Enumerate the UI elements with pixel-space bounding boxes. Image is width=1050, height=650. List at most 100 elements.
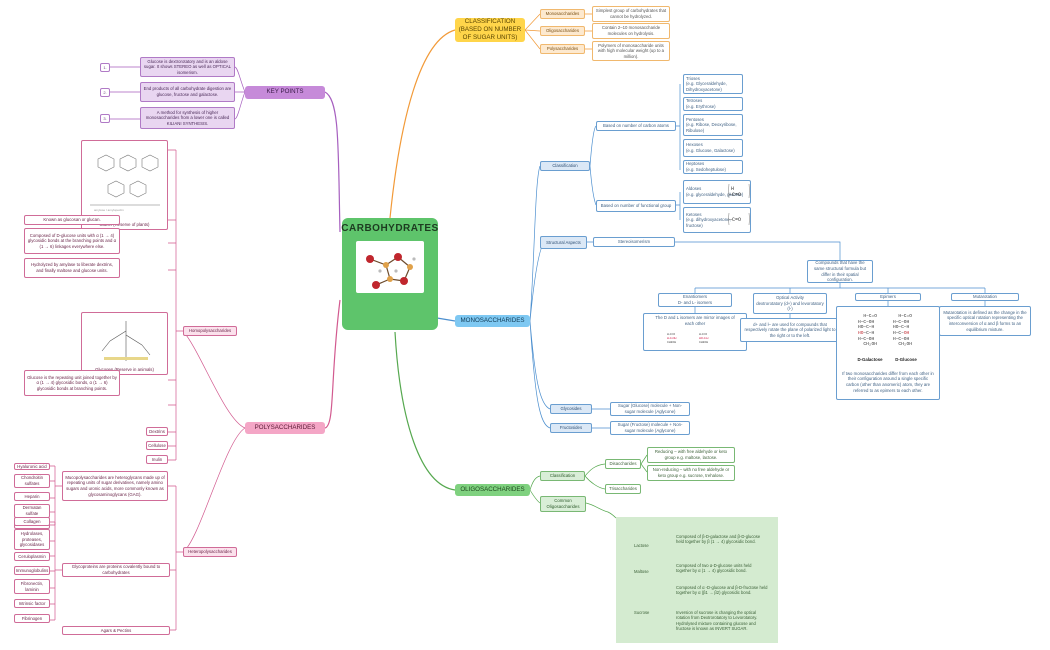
class-polysaccharides[interactable]: Polysaccharides (540, 44, 585, 54)
sucrose-label: Sucrose (634, 610, 650, 615)
mutarotation-text: Mutarotation is defined as the change in… (939, 306, 1031, 336)
carbon-pentoses[interactable]: Pentoses (e.g. Ribose, Deoxyribose, Ribu… (683, 114, 743, 136)
enantiomers-text: The D and L isomers are mirror images of… (655, 315, 735, 326)
poly-agars-pectins[interactable]: Agars & Pectins (62, 626, 170, 635)
starch-structure-icon: amylose / amylopectin (90, 154, 160, 212)
svg-text:H-C-OH: H-C-OH (667, 336, 676, 340)
oligo-non-reducing: Non-reducing – with no free aldehyde or … (647, 465, 735, 481)
optical-activity-node[interactable]: Optical Activity dextrorotatory (d+) and… (753, 293, 827, 314)
enantiomers-panel: The D and L isomers are mirror images of… (643, 313, 747, 351)
svg-text:HO-C-H: HO-C-H (699, 336, 708, 340)
oligo-trisaccharides[interactable]: Trisaccharides (605, 484, 641, 494)
mono-fructosides[interactable]: Fructosides (550, 423, 592, 433)
key-point-number: 3. (100, 114, 110, 123)
glucose-label: D-Glucose (895, 357, 917, 363)
carbon-heptoses[interactable]: Heptoses (e.g. Sedoheptulose) (683, 160, 743, 174)
oligo-reducing: Reducing – with free aldehyde or keto gr… (647, 447, 735, 463)
glyco-ceruloplasmin[interactable]: Ceruloplasmin (14, 552, 50, 561)
sucrose-composition-text: Composed of α -D-glucose and β-D-fructos… (676, 585, 768, 596)
muco-dermatan[interactable]: Dermatan sulfate (14, 504, 50, 518)
muco-hyaluronic[interactable]: Hyaluronic acid (14, 463, 50, 470)
epimers-text: If two monosaccharides differ from each … (842, 370, 934, 393)
glycogen-structure-icon (101, 321, 151, 361)
branch-polysaccharides[interactable]: POLYSACCHARIDES (245, 422, 325, 434)
poly-inulin[interactable]: Inulin (146, 455, 168, 464)
class-polysaccharides-text: Polymers of monosaccharide units with hi… (592, 41, 670, 61)
oligo-common[interactable]: Common Oligosaccharides (540, 496, 586, 512)
mono-structural[interactable]: Structural Aspects (540, 236, 587, 249)
carbon-trioses[interactable]: Trioses (e.g. Glyceraldehyde, Dihydroxya… (683, 74, 743, 94)
enantiomers-node[interactable]: Enantiomers D- and L- isomers (658, 293, 732, 307)
poly-dextrins[interactable]: Dextrins (146, 427, 168, 436)
key-point-3[interactable]: A method for synthesis of higher monosac… (140, 107, 235, 129)
glyco-immunoglobulins[interactable]: Immunoglobulins (14, 566, 50, 575)
poly-homopolysaccharides[interactable]: Homopolysaccharides (183, 326, 237, 336)
mono-by-group[interactable]: Based on number of functional group (596, 200, 676, 212)
galactose-structure: H−C=O H−C−OH HO−C−H HO−C−H H−C−OH CH₂OH (858, 314, 877, 348)
ketoses-node[interactable]: Ketoses (e.g. dihydroxyacetone, fructose… (683, 207, 751, 233)
starch-caption: Starch (Reserve of plants) (99, 222, 150, 227)
key-point-number: 1. (100, 63, 110, 72)
svg-text:CH2OH: CH2OH (667, 340, 676, 344)
svg-text:amylose / amylopectin: amylose / amylopectin (94, 208, 124, 212)
glyco-fibrinogen[interactable]: Fibrinogen (14, 614, 50, 623)
key-point-2[interactable]: End products of all carbohydrate digesti… (140, 82, 235, 102)
oligo-disaccharides[interactable]: Disaccharides (605, 459, 641, 469)
glycogen-caption: Glycogen (Reserve in animals) (95, 367, 154, 372)
lactose-label: Lactose (634, 543, 649, 548)
fructosides-text: Sugar (Fructose) molecule + Non-sugar mo… (610, 421, 690, 435)
central-topic[interactable]: CARBOHYDRATES (341, 218, 439, 330)
key-point-number: 2. (100, 88, 110, 97)
glyco-intrinsic-factor[interactable]: Intrinsic factor (14, 599, 50, 608)
muco-chondroitin[interactable]: Chondroitin sulfates (14, 474, 50, 488)
central-title: CARBOHYDRATES (341, 223, 439, 234)
class-monosaccharides[interactable]: Monosaccharides (540, 9, 585, 19)
carbon-tetroses[interactable]: Tetroses (e.g. Erythrose) (683, 97, 743, 111)
poly-cellulose[interactable]: Cellulose (146, 441, 168, 450)
mono-stereoisomerism[interactable]: Stereoisomerism (593, 237, 675, 247)
keto-group-icon: —C=O (728, 212, 750, 226)
glucose-structure: H−C=O H−C−OH HO−C−H H−C−OH H−C−OH CH₂OH (893, 314, 912, 348)
epimers-node[interactable]: Epimers (855, 293, 921, 301)
stereo-definition: Compounds that have the same structural … (807, 260, 873, 283)
key-point-1[interactable]: Glucose is dextrorotatory and is an aldo… (140, 57, 235, 77)
branch-oligosaccharides[interactable]: OLIGOSACCHARIDES (455, 484, 530, 496)
oligo-classification[interactable]: Classification (540, 471, 585, 481)
mutarotation-node[interactable]: Mutarotation (951, 293, 1019, 301)
glycoproteins-text: Glycoproteins are proteins covalently bo… (62, 563, 170, 577)
sucrose-text: Inversion of sucrose is changing the opt… (676, 610, 758, 632)
starch-note-3: Hydrolyzed by amylase to liberate dextri… (24, 258, 120, 278)
class-oligosaccharides-text: Contain 2–10 monosaccharide molecules on… (592, 23, 670, 39)
mono-classification[interactable]: Classification (540, 161, 590, 171)
galactose-label: D-Galactose (857, 357, 883, 363)
muco-heparin[interactable]: Heparin (14, 492, 50, 501)
svg-text:—C=O: —C=O (728, 192, 741, 198)
class-oligosaccharides[interactable]: Oligosaccharides (540, 26, 585, 36)
branch-key-points[interactable]: KEY POINTS (245, 86, 325, 99)
molecule-illustration (356, 241, 424, 293)
branch-monosaccharides[interactable]: MONOSACCHARIDES (455, 315, 530, 327)
branch-classification[interactable]: CLASSIFICATION (BASED ON NUMBER OF SUGAR… (455, 18, 525, 42)
carbon-hexoses[interactable]: Hexoses (e.g. Glucose, Galactose) (683, 139, 743, 157)
glyco-fibronectin[interactable]: Fibronectin, laminin (14, 579, 50, 594)
svg-text:H-C=O: H-C=O (667, 332, 675, 336)
mono-by-carbon[interactable]: Based on number of carbon atoms (596, 121, 676, 131)
svg-text:—C=O: —C=O (728, 217, 741, 223)
common-oligosaccharides-panel: Lactose Composed of β-D-galactose and β-… (616, 517, 778, 643)
glycogen-card[interactable]: Glycogen (Reserve in animals) (81, 312, 168, 375)
glyco-hydrolases[interactable]: Hydrolases, proteases, glycosidases (14, 529, 50, 550)
lactose-text: Composed of β-D-galactose and β-D-glucos… (676, 534, 761, 545)
aldehyde-group-icon: H —C=O (728, 183, 750, 199)
epimers-panel (836, 306, 940, 400)
aldoses-node[interactable]: Aldoses (e.g. glyceraldehyde, glucose) (683, 180, 751, 204)
maltose-text: Composed of two α-D-glucose units held t… (676, 563, 752, 574)
optical-activity-text: d+ and l– are used for compounds that re… (740, 318, 840, 342)
class-monosaccharides-text: Simplest group of carbohydrates that can… (592, 6, 670, 22)
mono-glycosides[interactable]: Glycosides (550, 404, 592, 414)
poly-heteropolysaccharides[interactable]: Heteropolysaccharides (183, 547, 237, 557)
starch-note-1: Known as glucosan or glucan. (24, 215, 120, 225)
svg-text:H-C=O: H-C=O (699, 332, 707, 336)
glycogen-note: Glucose is the repeating unit joined tog… (24, 370, 120, 396)
glyco-collagen[interactable]: Collagen (14, 517, 50, 526)
